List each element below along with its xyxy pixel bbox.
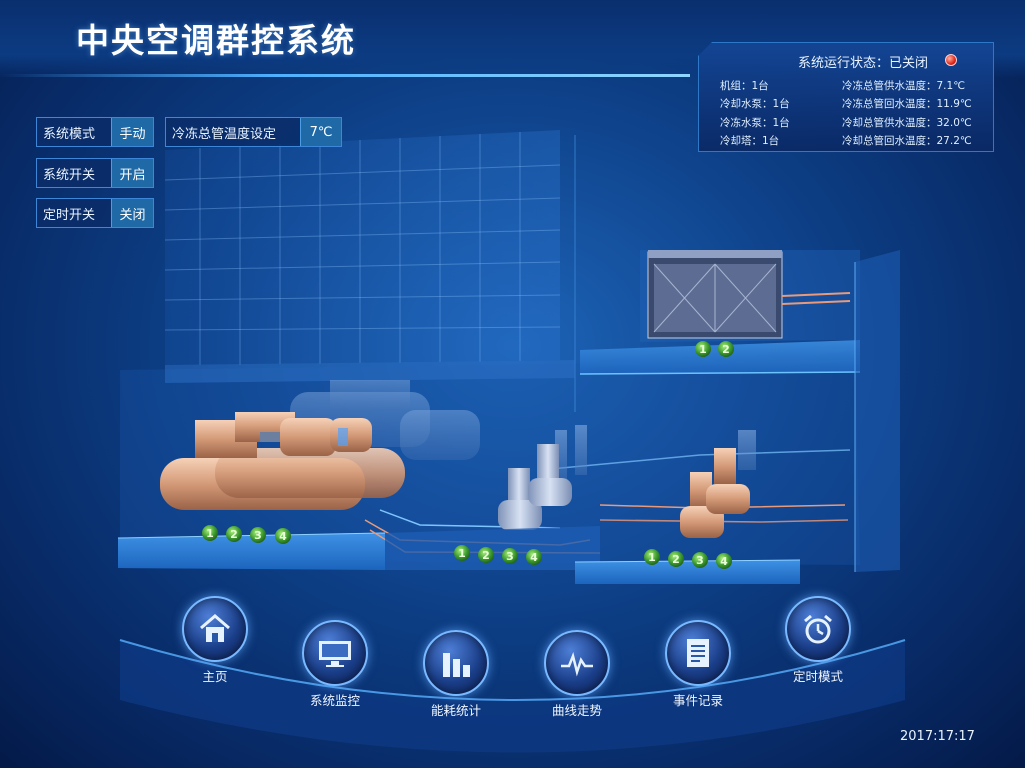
status-row: 冷冻水泵：1台 冷却总管供水温度：32.0℃ — [720, 113, 980, 132]
bar-chart-icon[interactable] — [423, 630, 489, 696]
status-panel — [698, 42, 994, 152]
system-mode-control: 系统模式 手动 — [36, 117, 154, 147]
tower-badge-2 — [718, 341, 734, 357]
chilled-pump-badge-2-label: 2 — [482, 549, 490, 562]
nav-home-label: 主页 — [202, 669, 228, 684]
status-right: 冷冻总管供水温度：7.1℃ — [842, 79, 965, 92]
chiller-number-badges: 1 2 3 4 — [202, 525, 291, 544]
chilled-pump-badge-4-label: 4 — [530, 551, 538, 564]
nav-system-monitor-label: 系统监控 — [309, 693, 360, 708]
status-row: 冷却水泵：1台 冷冻总管回水温度：11.9℃ — [720, 95, 980, 114]
cooling-pump-badge-4-label: 4 — [720, 555, 728, 568]
chiller-badge-2-label: 2 — [230, 528, 238, 541]
status-left: 机组：1台 — [720, 79, 769, 92]
timer-switch-label: 定时开关 — [43, 207, 96, 223]
nav-home[interactable]: 主页 — [170, 596, 260, 685]
system-power-toggle[interactable]: 开启 — [111, 159, 153, 187]
nav-system-monitor[interactable]: 系统监控 — [290, 620, 380, 709]
document-icon[interactable] — [665, 620, 731, 686]
status-left: 冷却塔：1台 — [720, 135, 780, 148]
nav-trend-curve[interactable]: 曲线走势 — [532, 630, 622, 719]
nav-event-log-label: 事件记录 — [672, 693, 723, 708]
system-power-control: 系统开关 开启 — [36, 158, 154, 188]
status-row: 机组：1台 冷冻总管供水温度：7.1℃ — [720, 76, 980, 95]
page-title: 中央空调群控系统 — [76, 21, 356, 60]
cooling-pump-badge-3-label: 3 — [696, 554, 704, 567]
cooling-pump-number-badges: 1 2 3 4 — [644, 549, 732, 569]
tower-badge-2-label: 2 — [722, 343, 730, 356]
nav-event-log[interactable]: 事件记录 — [653, 620, 743, 709]
monitor-icon[interactable] — [302, 620, 368, 686]
system-power-label: 系统开关 — [43, 167, 96, 183]
status-readings: 机组：1台 冷冻总管供水温度：7.1℃ 冷却水泵：1台 冷冻总管回水温度：11.… — [720, 76, 980, 150]
header-divider — [0, 74, 690, 77]
system-mode-label: 系统模式 — [43, 126, 96, 142]
cooling-tower — [647, 250, 851, 339]
timer-switch-control: 定时开关 关闭 — [36, 198, 154, 228]
chillers — [160, 412, 405, 510]
nav-timer-mode-label: 定时模式 — [792, 669, 843, 684]
nav-energy-stats-label: 能耗统计 — [430, 703, 481, 718]
system-mode-toggle[interactable]: 手动 — [111, 118, 153, 146]
clock-display: 2017:17:17 — [900, 729, 975, 744]
chiller-badge-4-label: 4 — [279, 530, 287, 543]
alarm-clock-icon[interactable] — [785, 596, 851, 662]
status-right: 冷却总管回水温度：27.2℃ — [842, 135, 972, 148]
status-right: 冷冻总管回水温度：11.9℃ — [842, 98, 972, 111]
chilled-pump-badge-1-label: 1 — [458, 547, 466, 560]
tower-number-badges: 1 2 — [695, 341, 734, 357]
nav-timer-mode[interactable]: 定时模式 — [773, 596, 863, 685]
pulse-icon[interactable] — [544, 630, 610, 696]
temp-setpoint-input[interactable]: 7℃ — [300, 118, 341, 146]
status-indicator-icon — [945, 54, 957, 66]
system-status-label: 系统运行状态：已关闭 — [798, 56, 929, 71]
temp-setpoint-label: 冷冻总管温度设定 — [172, 126, 277, 142]
home-icon[interactable] — [182, 596, 248, 662]
tower-badge-1-label: 1 — [699, 343, 707, 356]
cooling-pump-badge-2-label: 2 — [672, 553, 680, 566]
chiller-badge-1-label: 1 — [206, 527, 214, 540]
temp-setpoint-control: 冷冻总管温度设定 7℃ — [165, 117, 342, 147]
chilled-pump-badge-3-label: 3 — [506, 550, 514, 563]
pump-platform — [575, 560, 800, 584]
status-left: 冷却水泵：1台 — [720, 98, 790, 111]
chiller-badge-3-label: 3 — [254, 529, 262, 542]
cooling-water-pumps — [680, 430, 756, 538]
timer-switch-toggle[interactable]: 关闭 — [111, 199, 153, 227]
chilled-water-pumps — [498, 425, 587, 530]
status-left: 冷冻水泵：1台 — [720, 116, 790, 129]
nav-energy-stats[interactable]: 能耗统计 — [411, 630, 501, 719]
status-row: 冷却塔：1台 冷却总管回水温度：27.2℃ — [720, 132, 980, 151]
nav-console — [119, 639, 906, 753]
chiller-platform — [118, 533, 385, 570]
chilled-pump-number-badges: 1 2 3 4 — [454, 545, 542, 565]
cooling-pump-badge-1-label: 1 — [648, 551, 656, 564]
back-wall-grid — [164, 130, 561, 365]
status-right: 冷却总管供水温度：32.0℃ — [842, 116, 972, 129]
tower-badge-1 — [695, 341, 711, 357]
nav-trend-curve-label: 曲线走势 — [551, 703, 602, 718]
